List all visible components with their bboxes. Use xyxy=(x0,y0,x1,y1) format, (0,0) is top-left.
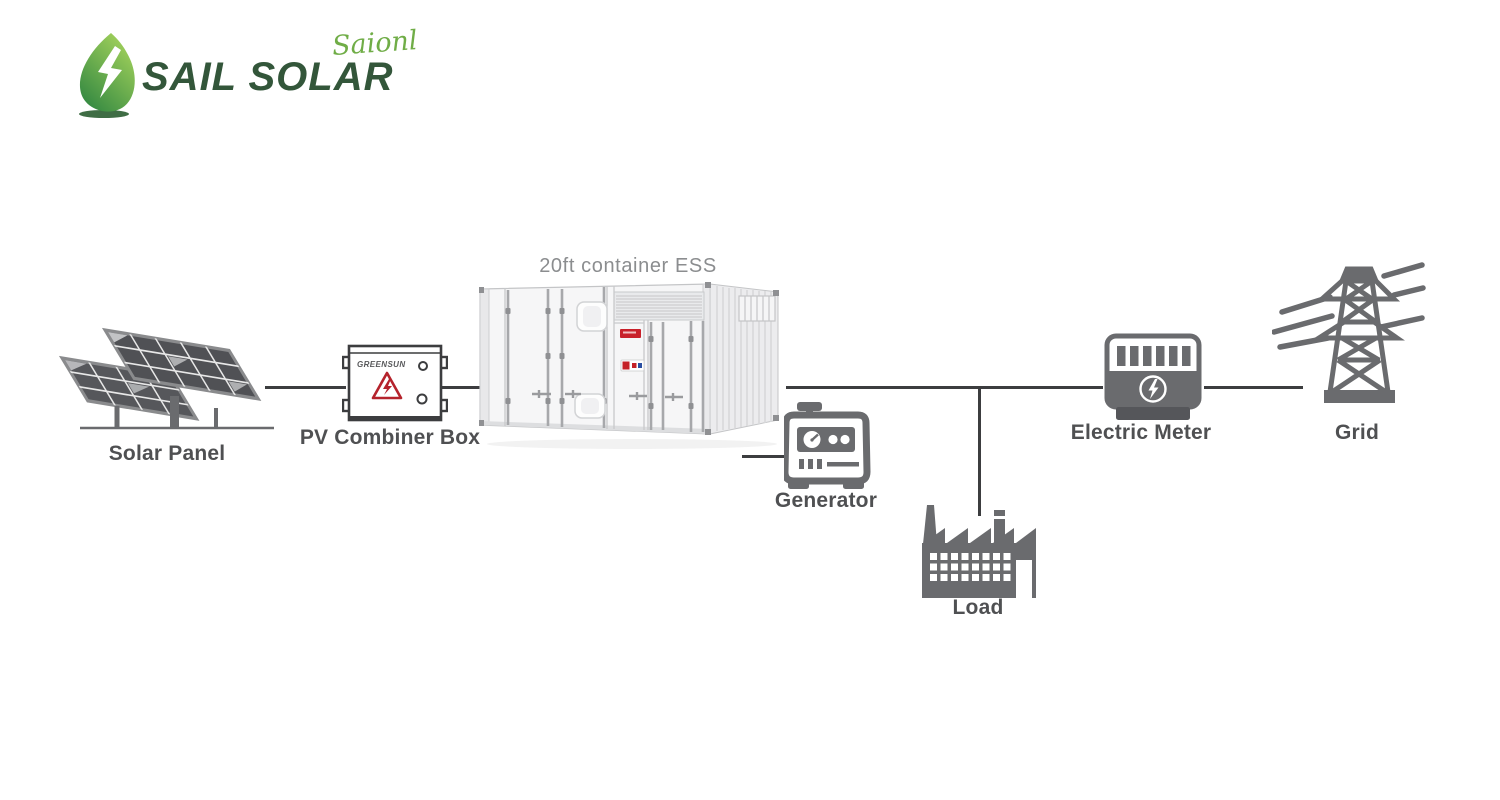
electric-meter-label: Electric Meter xyxy=(1070,421,1212,444)
solar-panel-icon xyxy=(48,322,278,434)
generator-icon xyxy=(784,402,872,490)
grid-tower-icon xyxy=(1272,252,1427,422)
container-ess-title: 20ft container ESS xyxy=(539,255,717,277)
load-label: Load xyxy=(952,596,1004,619)
line-container-to-meter xyxy=(786,386,1103,389)
brand-name: SAIL SOLAR xyxy=(142,55,394,99)
line-pvbox-to-container xyxy=(441,386,483,389)
line-bus-to-load xyxy=(978,387,981,516)
pv-box-brand-text: GREENSUN xyxy=(357,360,406,369)
container-ess-icon xyxy=(477,278,789,453)
line-generator-stub xyxy=(742,455,787,458)
logo-leaf-icon xyxy=(74,32,146,120)
warning-triangle-icon xyxy=(371,371,403,400)
electric-meter-icon xyxy=(1103,333,1203,423)
lightning-bolt-icon xyxy=(98,46,122,98)
generator-label: Generator xyxy=(774,489,878,512)
brand-script-signature: Saionl xyxy=(331,25,419,62)
meter-digit-bars xyxy=(1117,346,1191,366)
pv-combiner-box-label: PV Combiner Box xyxy=(299,426,481,449)
power-lines xyxy=(1272,262,1426,350)
solar-panel-label: Solar Panel xyxy=(108,442,226,465)
factory-windows xyxy=(930,553,1011,581)
grid-label: Grid xyxy=(1335,421,1379,444)
factory-door xyxy=(1016,560,1032,598)
line-solar-to-pvbox xyxy=(265,386,346,389)
load-factory-icon xyxy=(916,498,1046,600)
line-meter-to-grid xyxy=(1204,386,1303,389)
logo: SAIL SOLAR Saionl xyxy=(0,0,460,130)
pv-combiner-box-icon: GREENSUN xyxy=(342,338,448,428)
leaf-shadow xyxy=(79,110,129,118)
meter-bolt-icon xyxy=(1148,379,1159,399)
